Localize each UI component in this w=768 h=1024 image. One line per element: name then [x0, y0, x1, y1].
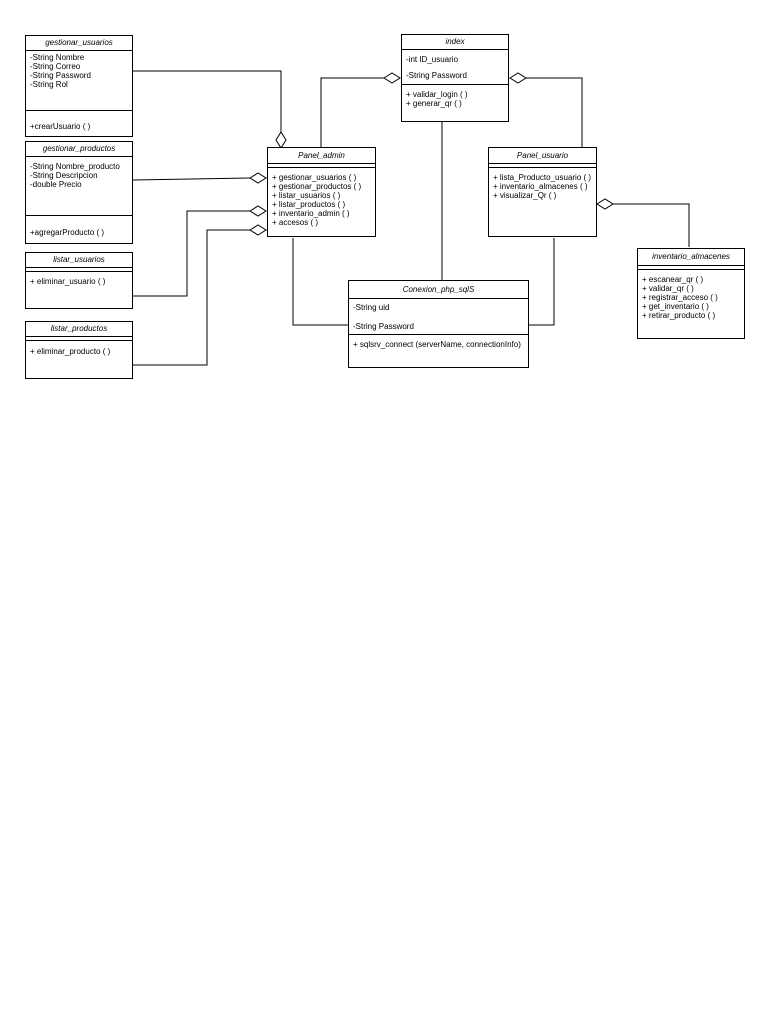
aggregation-diamond-admin-usuarios — [275, 131, 287, 149]
class-name: gestionar_productos — [26, 142, 132, 157]
operation: + generar_qr ( ) — [406, 99, 462, 108]
aggregation-diamond-index-usuario — [509, 72, 527, 84]
operation: + visualizar_Qr ( ) — [493, 191, 557, 200]
attribute: -String Rol — [30, 80, 68, 89]
attribute: -double Precio — [30, 180, 82, 189]
operation: + escanear_qr ( ) — [642, 275, 704, 284]
operation-list: + eliminar_usuario ( ) — [26, 272, 132, 288]
operation-list: +agregarProducto ( ) — [26, 216, 132, 239]
operation: +agregarProducto ( ) — [30, 228, 105, 237]
attribute: -String Correo — [30, 62, 81, 71]
class-name: index — [402, 35, 508, 50]
class-gestionar-productos: gestionar_productos -String Nombre_produ… — [25, 141, 133, 244]
operation: + validar_login ( ) — [406, 90, 468, 99]
line-panel-admin-to-conexion — [292, 238, 348, 326]
operation: + gestionar_productos ( ) — [272, 182, 362, 191]
class-listar-usuarios: listar_usuarios + eliminar_usuario ( ) — [25, 252, 133, 309]
aggregation-diamond-admin-productos — [249, 172, 267, 184]
operation: + validar_qr ( ) — [642, 284, 694, 293]
operation: + gestionar_usuarios ( ) — [272, 173, 357, 182]
aggregation-diamond-index-admin — [383, 72, 401, 84]
operation: + registrar_acceso ( ) — [642, 293, 718, 302]
line-panel-usuario-to-conexion — [529, 238, 555, 326]
class-name: Panel_usuario — [489, 148, 596, 164]
class-name: inventario_almacenes — [638, 249, 744, 266]
operation: + sqlsrv_connect (serverName, connection… — [353, 340, 521, 349]
class-listar-productos: listar_productos + eliminar_producto ( ) — [25, 321, 133, 379]
class-name: Panel_admin — [268, 148, 375, 164]
class-name: Conexion_php_sqlS — [349, 281, 528, 299]
operation-list: + lista_Producto_usuario ( ) + inventari… — [489, 168, 596, 202]
attribute-list: -String Nombre_producto -String Descripc… — [26, 157, 132, 216]
operation: + retirar_producto ( ) — [642, 311, 716, 320]
attribute-list: -String uid -String Password — [349, 299, 528, 335]
operation: +crearUsuario ( ) — [30, 122, 91, 131]
operation-list: + escanear_qr ( ) + validar_qr ( ) + reg… — [638, 270, 744, 322]
operation: + get_inventario ( ) — [642, 302, 709, 311]
line-inventario-to-panel-usuario — [613, 203, 690, 247]
class-index: index -int ID_usuario -String Password +… — [401, 34, 509, 122]
operation-list: + validar_login ( ) + generar_qr ( ) — [402, 85, 508, 110]
operation: + eliminar_producto ( ) — [30, 347, 111, 356]
class-gestionar-usuarios: gestionar_usuarios -String Nombre -Strin… — [25, 35, 133, 137]
attribute-list — [268, 164, 375, 168]
operation: + listar_usuarios ( ) — [272, 191, 341, 200]
attribute: -String Descripcion — [30, 171, 98, 180]
class-name: gestionar_usuarios — [26, 36, 132, 51]
aggregation-diamond-admin-listar-usuarios — [249, 205, 267, 217]
class-inventario-almacenes: inventario_almacenes + escanear_qr ( ) +… — [637, 248, 745, 339]
attribute: -String uid — [353, 303, 390, 312]
line-gestionar-usuarios-to-panel-admin — [133, 70, 282, 132]
operation-list: + sqlsrv_connect (serverName, connection… — [349, 335, 528, 351]
class-name: listar_usuarios — [26, 253, 132, 268]
operation: + listar_productos ( ) — [272, 200, 346, 209]
operation-list: +crearUsuario ( ) — [26, 111, 132, 133]
line-listar-productos-to-panel-admin — [133, 229, 250, 366]
class-conexion-php-sqls: Conexion_php_sqlS -String uid -String Pa… — [348, 280, 529, 368]
attribute: -int ID_usuario — [406, 55, 459, 64]
attribute: -String Nombre_producto — [30, 162, 120, 171]
line-gestionar-productos-to-panel-admin — [132, 177, 251, 181]
operation-list: + eliminar_producto ( ) — [26, 341, 132, 358]
attribute-list — [26, 268, 132, 272]
attribute-list: -String Nombre -String Correo -String Pa… — [26, 51, 132, 111]
operation: + inventario_admin ( ) — [272, 209, 350, 218]
attribute: -String Password — [406, 71, 467, 80]
attribute-list — [489, 164, 596, 168]
class-panel-admin: Panel_admin + gestionar_usuarios ( ) + g… — [267, 147, 376, 237]
attribute-list — [26, 337, 132, 341]
class-name: listar_productos — [26, 322, 132, 337]
aggregation-diamond-admin-listar-productos — [249, 224, 267, 236]
operation-list: + gestionar_usuarios ( ) + gestionar_pro… — [268, 168, 375, 229]
aggregation-diamond-usuario-inventario — [596, 198, 614, 210]
line-listar-usuarios-to-panel-admin — [133, 210, 250, 297]
operation: + lista_Producto_usuario ( ) — [493, 173, 592, 182]
operation: + accesos ( ) — [272, 218, 319, 227]
attribute-list — [638, 266, 744, 270]
attribute: -String Password — [353, 322, 414, 331]
attribute-list: -int ID_usuario -String Password — [402, 50, 508, 85]
operation: + inventario_almacenes ( ) — [493, 182, 588, 191]
attribute: -String Password — [30, 71, 91, 80]
attribute: -String Nombre — [30, 53, 85, 62]
line-panel-usuario-to-index — [526, 77, 583, 147]
operation: + eliminar_usuario ( ) — [30, 277, 106, 286]
class-panel-usuario: Panel_usuario + lista_Producto_usuario (… — [488, 147, 597, 237]
line-panel-admin-to-index — [320, 77, 384, 147]
